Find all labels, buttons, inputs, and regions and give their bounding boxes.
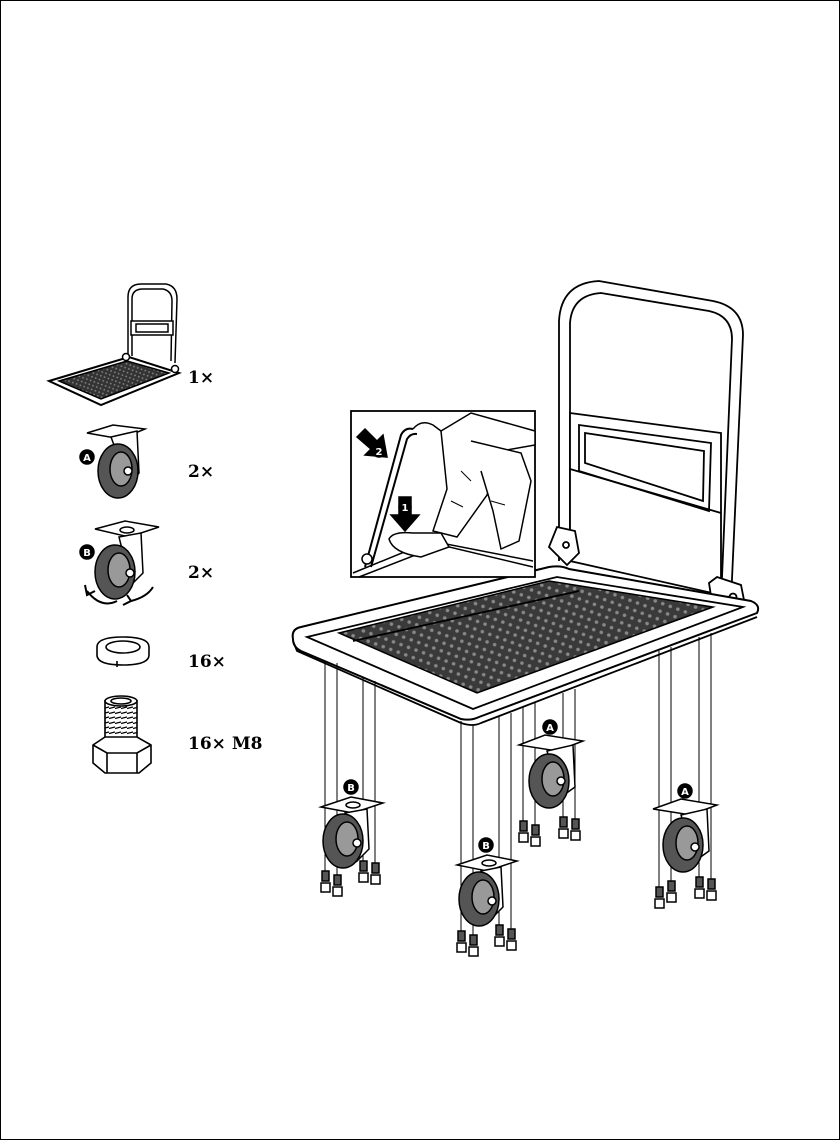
fixed-caster-icon: A — [79, 424, 148, 499]
bolt-icon — [92, 695, 152, 774]
caster-b-front-label: B — [482, 841, 490, 852]
qty-swivel-caster: 2× — [188, 563, 215, 583]
step-2-label: 2 — [376, 447, 383, 458]
qty-cart: 1× — [188, 368, 215, 388]
swivel-caster-icon: B — [79, 520, 160, 606]
caster-letter-b: B — [83, 548, 91, 559]
qty-washer: 16× — [188, 652, 226, 672]
caster-letter-a: A — [83, 453, 91, 464]
qty-bolt: 16× M8 — [188, 734, 263, 754]
caster-b-left-label: B — [347, 783, 355, 794]
cart-frame-icon — [46, 283, 182, 407]
caster-a-rear-label: A — [546, 723, 554, 734]
caster-a-right-label: A — [681, 787, 689, 798]
qty-fixed-caster: 2× — [188, 462, 215, 482]
caster-b-left: B — [318, 779, 386, 897]
cart-main — [291, 280, 760, 726]
caster-a-rear: A — [516, 719, 586, 847]
spring-washer-icon — [96, 636, 150, 667]
unfold-inset: 1 2 — [350, 410, 536, 578]
caster-a-right: A — [652, 783, 720, 909]
step-1-label: 1 — [402, 503, 409, 514]
caster-b-front: B — [454, 837, 520, 957]
